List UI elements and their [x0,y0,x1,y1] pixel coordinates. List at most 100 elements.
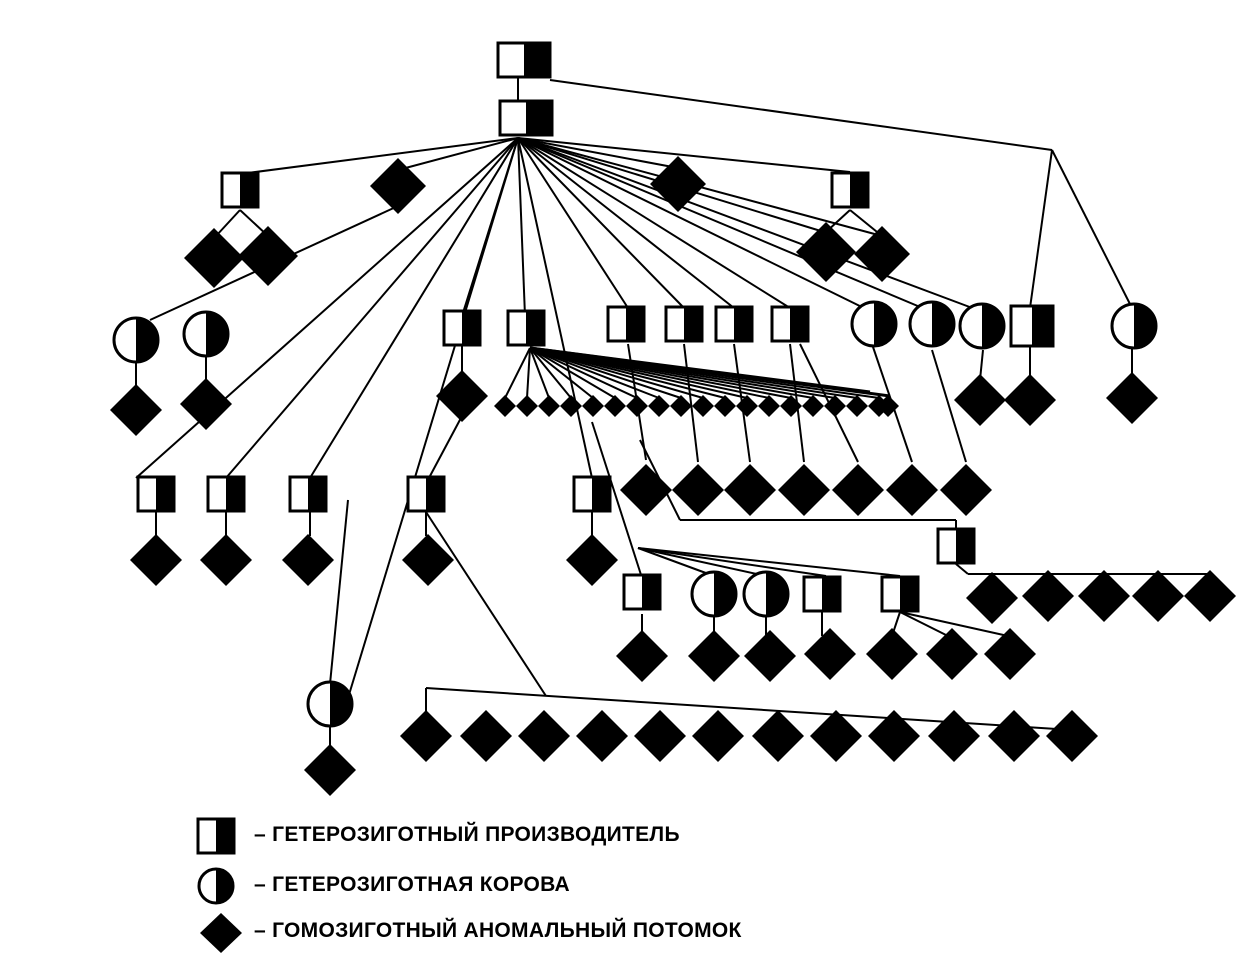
offspring-node [626,395,648,417]
cow-node [850,300,898,348]
legend-item-sire: – ГЕТЕРОЗИГОТНЫЙ ПРОИЗВОДИТЕЛЬ [194,815,994,859]
sire-node [606,305,646,343]
offspring-node [846,395,868,417]
offspring-node [620,464,672,516]
offspring-node [304,744,356,796]
offspring-node [736,395,758,417]
cow-node [306,680,354,728]
sire-node [288,475,328,513]
offspring-node [926,628,978,680]
offspring-node [886,464,938,516]
offspring-node [516,395,538,417]
offspring-node [940,464,992,516]
offspring-node [494,395,516,417]
offspring-node [854,226,910,282]
offspring-node [576,710,628,762]
offspring-node [877,395,899,417]
offspring-node [402,534,454,586]
legend-text-cow: – ГЕТЕРОЗИГОТНАЯ КОРОВА [254,873,571,896]
offspring-node [1132,570,1184,622]
offspring-node [744,630,796,682]
offspring-node [692,710,744,762]
offspring-node [832,464,884,516]
offspring-node [724,464,776,516]
half-filled-square-icon [196,817,236,855]
cow-node [182,310,230,358]
offspring-node [604,395,626,417]
offspring-node [868,710,920,762]
offspring-node [810,710,862,762]
cow-node [958,302,1006,350]
sire-node [498,99,554,137]
offspring-node [436,370,488,422]
offspring-node [648,395,670,417]
offspring-node [1022,570,1074,622]
offspring-node [282,534,334,586]
offspring-node [634,710,686,762]
offspring-node [984,628,1036,680]
offspring-node [1106,372,1158,424]
offspring-node [758,395,780,417]
sire-node [496,41,552,79]
sire-node [770,305,810,343]
sire-node [220,171,260,209]
offspring-node [672,464,724,516]
sire-node [880,575,920,613]
offspring-node [692,395,714,417]
offspring-node [616,630,668,682]
offspring-node [802,395,824,417]
sire-node [830,171,870,209]
sire-node [664,305,704,343]
cow-node [690,570,738,618]
offspring-node [184,228,244,288]
cow-node [908,300,956,348]
offspring-node [460,710,512,762]
sire-node [572,475,612,513]
offspring-node [370,158,426,214]
offspring-node [954,374,1006,426]
offspring-node [1046,710,1098,762]
cow-node [742,570,790,618]
offspring-node [1078,570,1130,622]
offspring-node [928,710,980,762]
sire-node [1009,304,1055,348]
offspring-node [670,395,692,417]
offspring-node [988,710,1040,762]
offspring-node [796,222,856,282]
sire-node [506,309,546,347]
offspring-node [566,534,618,586]
offspring-node [130,534,182,586]
offspring-node [200,534,252,586]
offspring-node [400,710,452,762]
legend-text-sire: – ГЕТЕРОЗИГОТНЫЙ ПРОИЗВОДИТЕЛЬ [254,823,680,846]
offspring-node [650,156,706,212]
pedigree-nodes [110,41,1236,796]
offspring-node [538,395,560,417]
cow-node [1110,302,1158,350]
offspring-node [824,395,846,417]
sire-node [406,475,446,513]
offspring-node [238,226,298,286]
cow-node [112,316,160,364]
offspring-node [180,378,232,430]
legend-item-cow: – ГЕТЕРОЗИГОТНАЯ КОРОВА [194,865,994,909]
half-filled-circle-icon [197,867,235,905]
sire-node [714,305,754,343]
offspring-node [518,710,570,762]
sire-node [136,475,176,513]
offspring-node [714,395,736,417]
filled-diamond-icon [200,913,242,953]
offspring-node [804,628,856,680]
offspring-node [688,630,740,682]
sire-node [442,309,482,347]
offspring-node [780,395,802,417]
sire-node [936,527,976,565]
sire-node [206,475,246,513]
offspring-node [1004,374,1056,426]
sire-node [802,575,842,613]
offspring-node [966,572,1018,624]
offspring-node [582,395,604,417]
offspring-node [866,628,918,680]
sire-node [622,573,662,611]
